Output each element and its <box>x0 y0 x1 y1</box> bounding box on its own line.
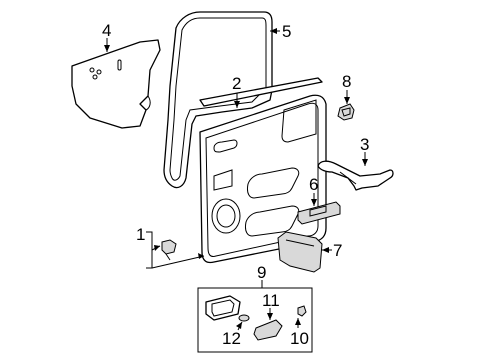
callout-9: 9 <box>257 263 266 282</box>
callout-5: 5 <box>282 22 291 41</box>
callout-10: 10 <box>290 329 309 348</box>
callout-12: 12 <box>222 329 241 348</box>
callout-8: 8 <box>342 72 351 91</box>
callout-6: 6 <box>309 175 318 194</box>
callout-11: 11 <box>262 291 280 310</box>
parts-kit-box-9 <box>197 287 313 353</box>
armrest-part-7 <box>277 231 323 273</box>
callout-2: 2 <box>232 74 241 93</box>
arrowheads <box>104 28 368 329</box>
callout-4: 4 <box>102 21 111 40</box>
water-shield-part-4 <box>71 39 161 129</box>
door-trim-panel <box>199 94 327 264</box>
callout-labels: 1 2 3 4 5 6 7 8 9 10 11 12 <box>102 21 369 348</box>
pull-handle-part-3 <box>317 160 394 191</box>
belt-moulding-part-2 <box>199 77 323 107</box>
callout-7: 7 <box>333 241 342 260</box>
callout-1: 1 <box>136 225 145 244</box>
callout-3: 3 <box>360 135 369 154</box>
clip-part-1 <box>161 239 177 261</box>
switch-bezel-part-6 <box>297 201 341 225</box>
clip-part-8 <box>337 103 355 121</box>
